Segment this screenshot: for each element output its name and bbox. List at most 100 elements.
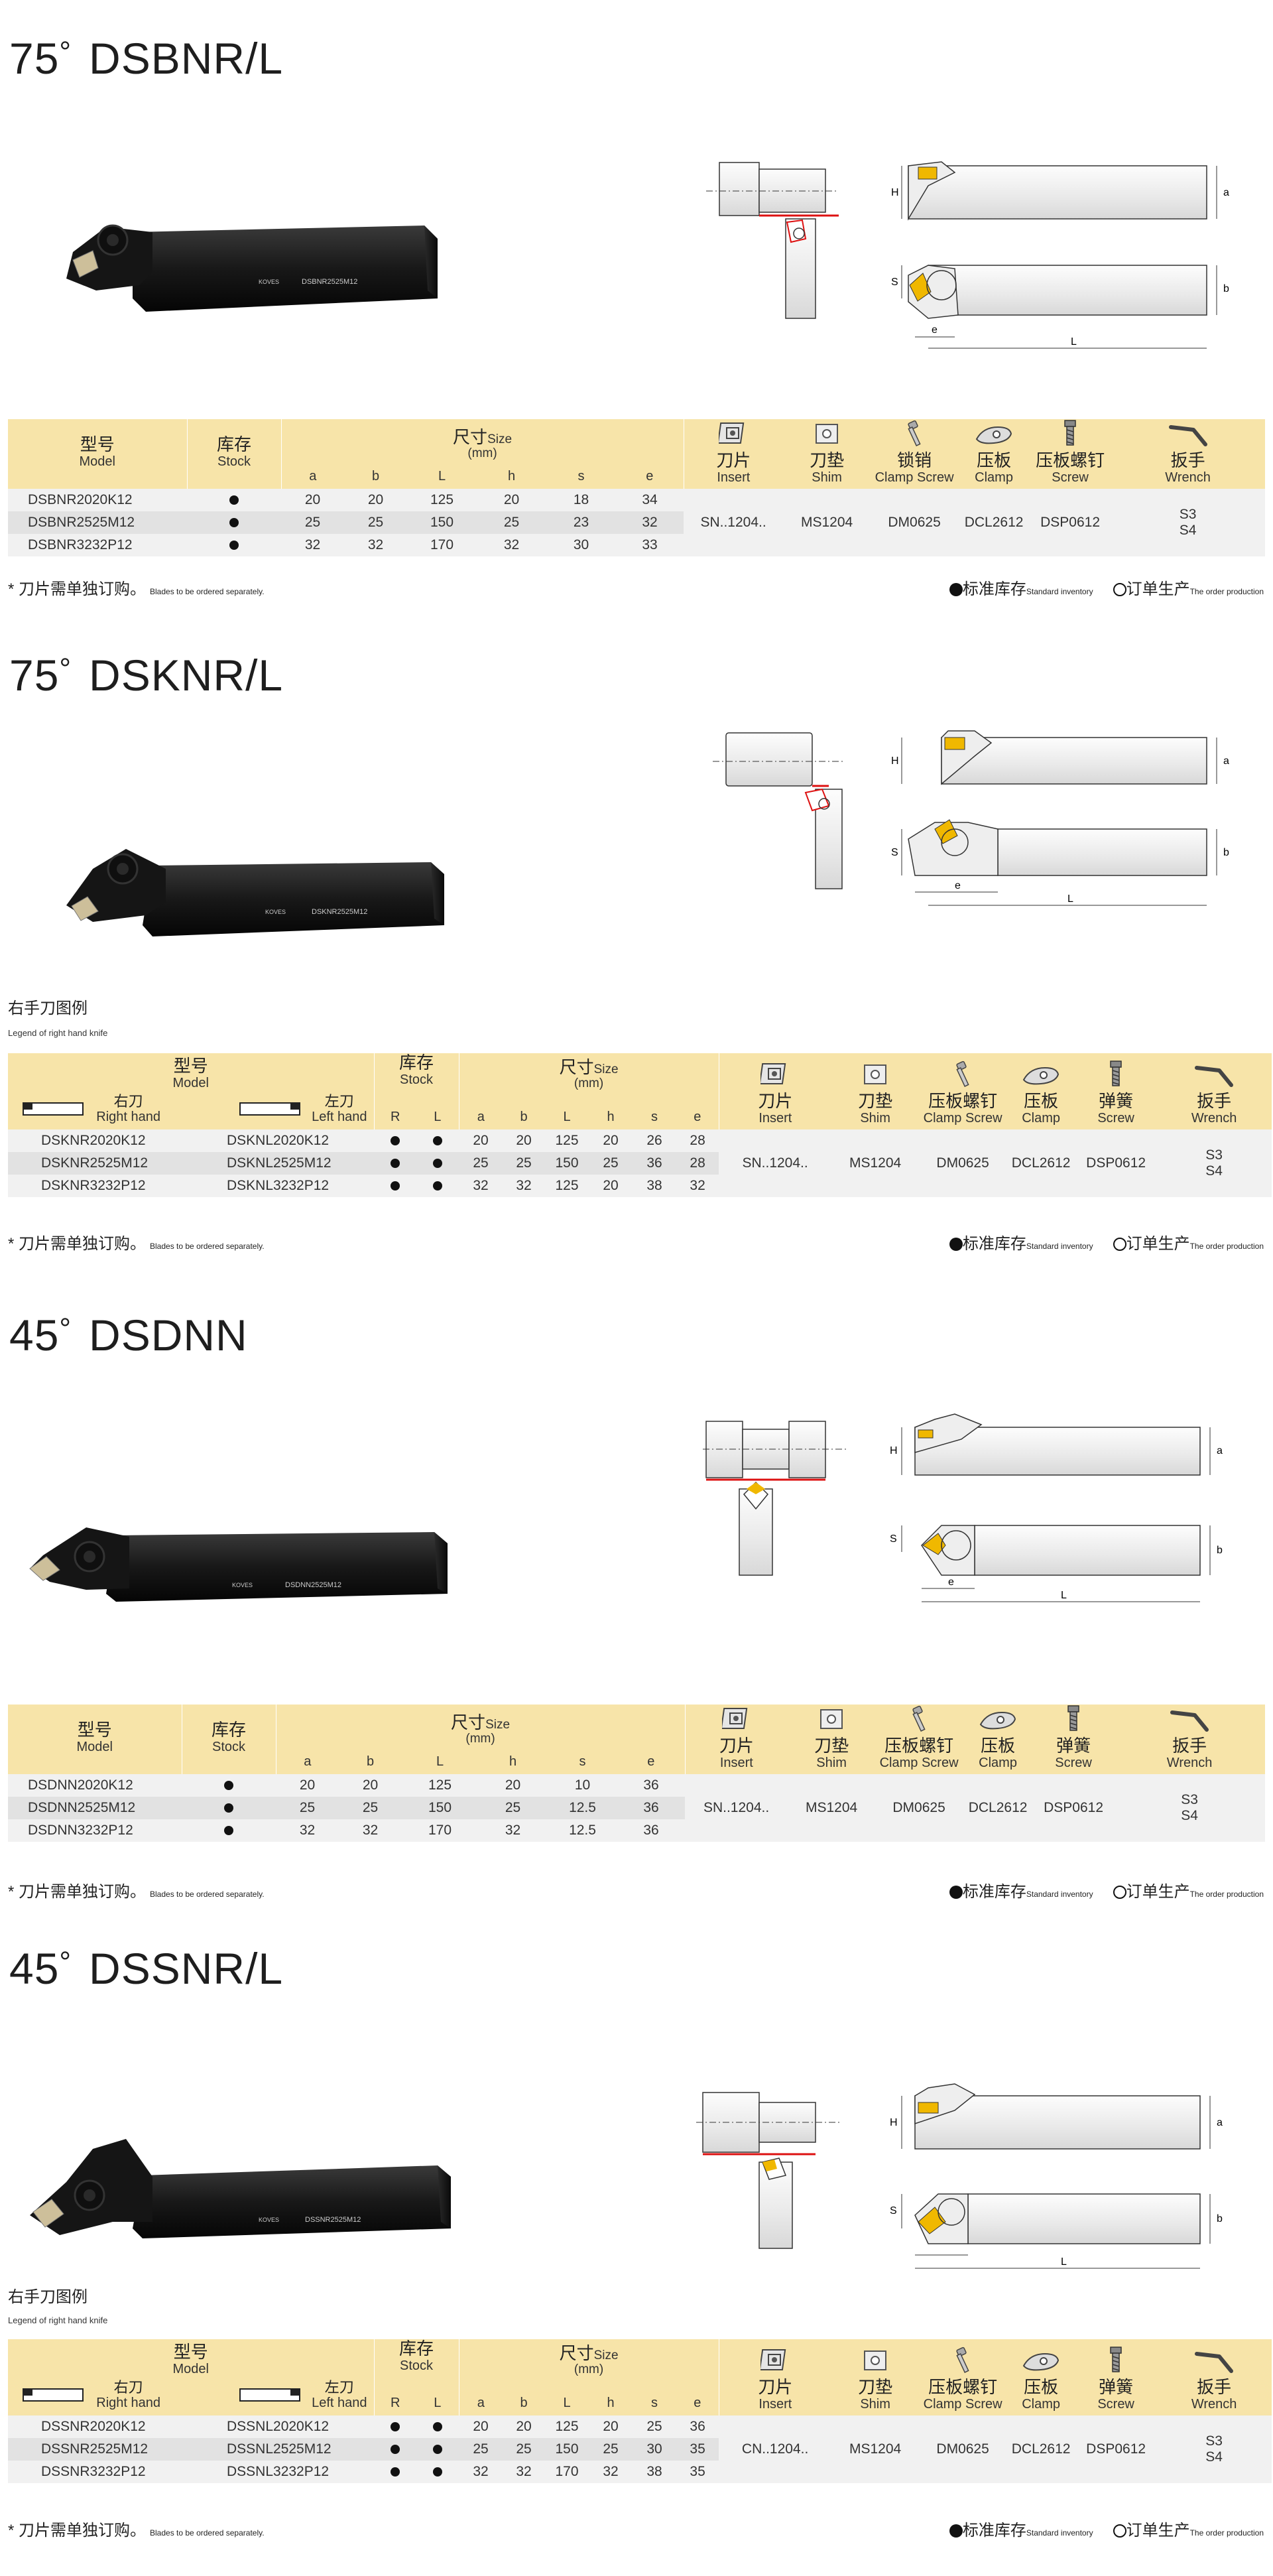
cell-a: 32 [459,2460,503,2483]
photo-label: DSDNN2525M12 [285,1581,341,1589]
cell-h: 20 [589,2415,633,2438]
cell-h: 20 [477,488,546,511]
spring-icon [1059,1705,1088,1734]
svg-text:L: L [1071,336,1077,348]
tool-holder-photo: KOVES DSSNR2525M12 [30,2139,451,2238]
stock-L [416,1151,459,1175]
cell-e: 34 [616,488,684,511]
lock-pin-icon [948,2346,977,2375]
col-h: h [589,2376,633,2415]
tool-holder-photo: KOVES DSKNR2525M12 [66,849,444,936]
blades-note: * 刀片需单独订购。Blades to be ordered separatel… [8,1883,265,1901]
section-dsbnr: 75°DSBNR/L KOVES DSBNR2525M12 H a S b e … [0,0,1273,604]
spring-icon [1101,2346,1130,2375]
header-size: 尺寸Size(mm) [280,419,684,462]
col-e: e [676,2376,719,2415]
order-circle-icon [1113,1238,1126,1251]
cell-L: 170 [407,533,477,556]
model-code: DSBNR2525M12 [8,511,187,534]
cell-b: 25 [503,2437,546,2461]
cell-a: 25 [459,1151,503,1175]
col-L: L [402,1746,478,1774]
cell-h: 32 [477,533,546,556]
clamp-icon [978,1707,1018,1734]
right-hand-icon [21,1099,87,1119]
col-a: a [458,2376,503,2415]
left-hand-icon [236,2385,302,2405]
side-views-drawing: H a S b e L [890,1413,1223,1602]
model-right: DSKNR2020K12 [8,1129,187,1152]
stock-indicator [187,511,281,534]
cell-h: 25 [589,2437,633,2461]
stock-R [374,1151,417,1175]
cell-a: 25 [459,2437,503,2461]
model-code: DSDNN3232P12 [8,1819,182,1842]
photo-label: DSBNR2525M12 [302,278,357,286]
cell-L: 150 [545,2437,589,2461]
acc-insert: CN..1204.. [719,2415,832,2483]
header-size: 尺寸Size(mm) [275,1705,686,1747]
col-s: s [548,1746,617,1774]
front-view-drawing [696,2092,842,2249]
acc-clamp: DCL2612 [1006,1129,1076,1197]
section-title: 75°DSBNR/L [9,34,284,83]
cell-e: 36 [617,1819,686,1842]
front-view-drawing [713,732,845,889]
section-dsdnn: 45°DSDNN KOVES DSDNN2525M12 H a S b e L [0,1280,1273,1917]
col-a: a [275,1746,339,1774]
cell-L: 150 [545,1151,589,1175]
clamp-icon [974,422,1014,448]
table-row: DSSNR2020K12 DSSNL2020K12 20 20 125 20 2… [8,2415,1272,2483]
svg-text:b: b [1223,847,1229,858]
table-row: DSDNN2020K12 20 20 125 20 10 36 SN..1204… [8,1773,1266,1842]
wrench-icon [1194,1063,1234,1089]
acc-clamp-screw: DM0625 [875,1773,963,1842]
acc-spring: DSP0612 [1075,1129,1157,1197]
wrench-icon [1168,422,1208,448]
stock-L [416,1129,459,1152]
table-row: DSKNR3232P12 DSKNL3232P12 32 32 125 20 3… [8,1174,1272,1197]
cell-a: 32 [281,533,344,556]
table-row: DSSNR3232P12 DSSNL3232P12 32 32 170 32 3… [8,2460,1272,2483]
acc-clamp: DCL2612 [1006,2415,1076,2483]
svg-text:b: b [1217,1545,1223,1556]
cell-e: 33 [616,533,684,556]
cell-s: 25 [633,2415,677,2438]
shim-icon [817,1705,846,1734]
table-row: DSKNR2020K12 DSKNL2020K12 20 20 125 20 2… [8,1129,1272,1197]
side-views-drawing: H a S b e L [891,730,1229,906]
photo-brand: KOVES [259,2217,279,2223]
model-right: DSKNR2525M12 [8,1151,187,1175]
side-views-drawing: H a S b L [890,2083,1223,2269]
acc-clamp: DCL2612 [958,488,1030,556]
col-a: a [458,1090,503,1129]
svg-text:S: S [890,2205,897,2217]
acc-insert: SN..1204.. [719,1129,832,1197]
cell-b: 25 [339,1796,402,1819]
cell-h: 32 [589,2460,633,2483]
left-hand-icon [236,1099,302,1119]
cell-h: 25 [477,511,546,534]
photo-brand: KOVES [265,909,286,915]
cell-e: 32 [616,511,684,534]
svg-text:a: a [1217,1445,1223,1456]
section-dssnr: 45°DSSNR/L KOVES DSSNR2525M12 H a S b L [0,1923,1273,2576]
cell-a: 32 [276,1819,339,1842]
legend-title: 右手刀图例 [8,2288,88,2306]
